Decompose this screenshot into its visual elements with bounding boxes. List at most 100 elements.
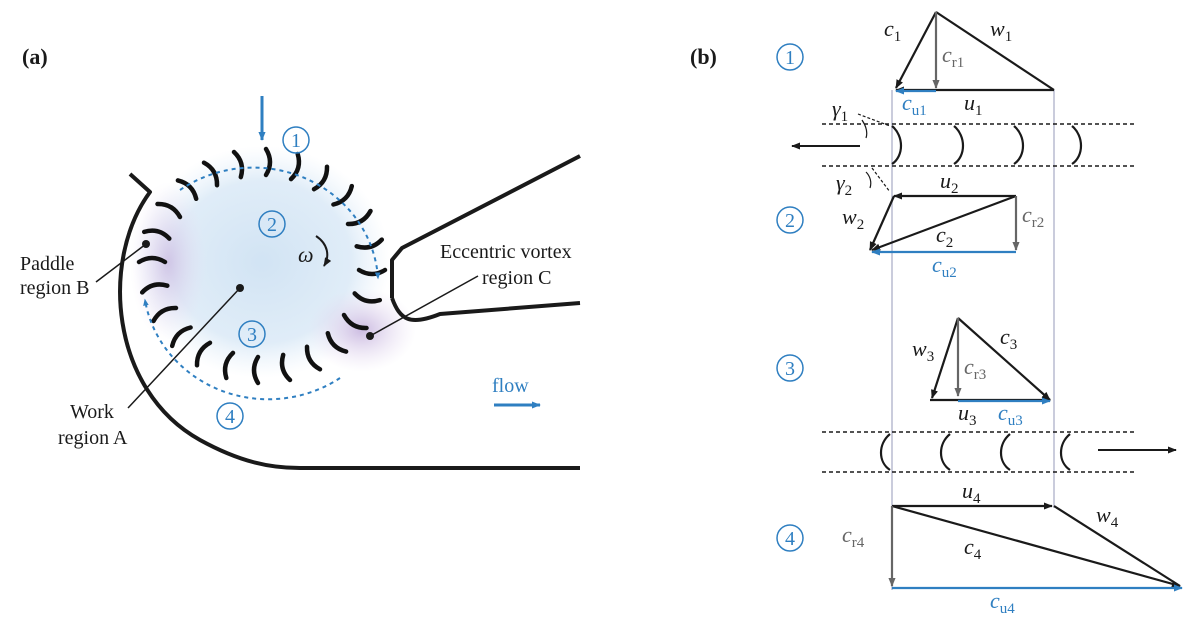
gamma1-dashed-line xyxy=(857,113,891,127)
label-cr2: cr2 xyxy=(1022,202,1044,231)
impeller-blade xyxy=(325,330,349,354)
label-u2: u2 xyxy=(940,168,959,197)
impeller-blade xyxy=(311,164,330,192)
impeller-blade xyxy=(263,146,273,178)
svg-text:4: 4 xyxy=(225,406,235,428)
impeller-blade xyxy=(222,350,236,381)
vector-w4 xyxy=(1053,505,1181,587)
label-u4: u4 xyxy=(962,478,981,507)
svg-text:2: 2 xyxy=(785,210,795,232)
paddle-region-glow xyxy=(130,182,206,342)
velocity-triangle-1: c1 w1 cr1 cu1 u1 xyxy=(884,11,1055,119)
label-w1: w1 xyxy=(990,16,1012,45)
paddle-region-label-1: Paddle xyxy=(20,253,75,275)
impeller-blade xyxy=(279,352,293,383)
label-w3: w3 xyxy=(912,336,934,365)
impeller-blade xyxy=(169,325,193,349)
impeller-blade xyxy=(151,305,179,324)
paddle-leader-line xyxy=(95,243,147,283)
eccentric-leader-line xyxy=(369,275,479,337)
svg-text:4: 4 xyxy=(785,528,795,550)
impeller-blades xyxy=(136,146,388,386)
outlet-upper-wall xyxy=(390,154,581,298)
rotation-arc-bottom xyxy=(143,298,341,401)
label-w2: w2 xyxy=(842,204,864,233)
position-marker-a-1: 1 xyxy=(282,126,310,154)
impeller-blade xyxy=(288,151,302,182)
position-marker-b-4: 4 xyxy=(776,524,804,552)
panel-b-label: (b) xyxy=(690,44,717,69)
impeller-blade xyxy=(352,291,383,304)
label-cu4: cu4 xyxy=(990,588,1015,617)
label-cu1: cu1 xyxy=(902,90,927,119)
vector-c4 xyxy=(891,504,1181,588)
label-c4: c4 xyxy=(964,534,982,563)
vector-w1 xyxy=(935,11,1055,91)
outlet-lower-wall xyxy=(390,297,581,323)
gamma1-label: γ1 xyxy=(832,96,848,125)
label-cu3: cu3 xyxy=(998,400,1023,429)
svg-text:2: 2 xyxy=(267,214,277,236)
omega-arc-arrow xyxy=(315,235,332,267)
position-marker-a-3: 3 xyxy=(238,320,266,348)
impeller-blade xyxy=(345,208,373,227)
position-marker-b-1: 1 xyxy=(776,43,804,71)
work-leader-line xyxy=(127,287,241,409)
impeller-blade xyxy=(194,340,213,368)
position-marker-b-3: 3 xyxy=(776,354,804,382)
rotation-arc-top xyxy=(179,166,381,280)
label-cr4: cr4 xyxy=(842,522,865,551)
impeller-blade xyxy=(175,178,199,202)
impeller-blade xyxy=(356,267,388,277)
omega-label: ω xyxy=(298,242,314,267)
vector-w2 xyxy=(868,195,896,251)
impeller-blade xyxy=(251,354,261,386)
eccentric-region-label-2: region C xyxy=(482,267,551,289)
position-marker-a-4: 4 xyxy=(216,402,244,430)
vector-c1 xyxy=(895,11,937,89)
paddle-region-label-2: region B xyxy=(20,277,89,299)
impeller-blade xyxy=(139,282,170,295)
eccentric-region-label-1: Eccentric vortex xyxy=(440,241,572,263)
svg-text:3: 3 xyxy=(247,324,257,346)
work-region-label-2: region A xyxy=(58,427,128,449)
vector-c3 xyxy=(957,317,1051,401)
gamma1-arc xyxy=(861,119,868,139)
upper-cascade-blades xyxy=(891,125,1083,165)
position-marker-a-2: 2 xyxy=(258,210,286,238)
gamma2-label: γ2 xyxy=(836,170,852,199)
vector-c2 xyxy=(871,194,1017,252)
impeller-blade xyxy=(304,344,323,372)
label-cr3: cr3 xyxy=(964,354,986,383)
label-cu2: cu2 xyxy=(932,252,957,281)
label-u1: u1 xyxy=(964,90,983,119)
label-c1: c1 xyxy=(884,16,901,45)
impeller-blade xyxy=(155,201,183,220)
impeller-blade xyxy=(354,237,385,250)
svg-text:1: 1 xyxy=(291,130,301,152)
flow-label: flow xyxy=(492,375,529,397)
impeller-blade xyxy=(341,312,369,331)
svg-text:3: 3 xyxy=(785,358,795,380)
svg-text:1: 1 xyxy=(785,47,795,69)
work-region-label-1: Work xyxy=(70,401,114,423)
position-marker-b-2: 2 xyxy=(776,206,804,234)
impeller-blade xyxy=(231,149,245,180)
vector-w3 xyxy=(930,317,960,399)
gamma2-arc xyxy=(865,171,872,189)
impeller-blade xyxy=(141,228,172,241)
label-cr1: cr1 xyxy=(942,42,964,71)
pump-casing-outer xyxy=(118,172,580,470)
label-c3: c3 xyxy=(1000,324,1017,353)
lower-cascade-blades xyxy=(879,433,1071,471)
label-u3: u3 xyxy=(958,400,977,429)
impeller-blade xyxy=(331,183,355,207)
label-w4: w4 xyxy=(1096,502,1119,531)
impeller-blade xyxy=(201,160,220,188)
label-c2: c2 xyxy=(936,222,953,251)
gamma2-dashed-line xyxy=(871,167,891,193)
velocity-triangle-3: w3 c3 cr3 u3 cu3 xyxy=(912,317,1051,429)
velocity-triangle-2: u2 w2 c2 cr2 cu2 xyxy=(842,168,1044,281)
